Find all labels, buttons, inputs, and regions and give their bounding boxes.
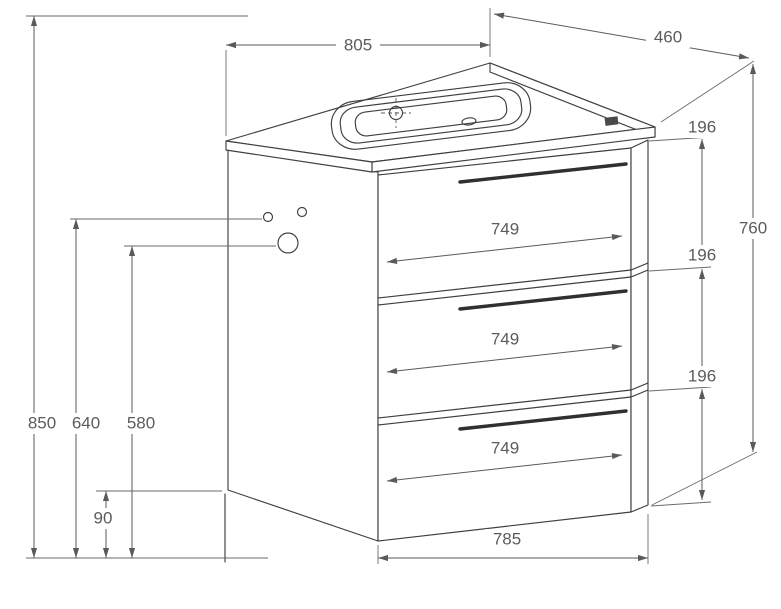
dim-side-hole-lower: 580	[120, 245, 276, 558]
dim-label-cabinet-width: 785	[493, 529, 521, 548]
basin-inner-wall	[339, 88, 523, 144]
dim-side-hole-upper: 640	[65, 218, 262, 558]
dim-label-drawer-width-top: 749	[491, 219, 519, 238]
basin-bottom-contour	[354, 95, 508, 137]
dim-countertop-width: 805	[225, 8, 491, 136]
dim-countertop-depth: 460	[493, 12, 755, 123]
dim-label-plinth-height: 90	[94, 508, 113, 527]
side-panel-holes	[262, 206, 308, 254]
dim-label-unit-height: 760	[739, 218, 767, 237]
dim-label-drawer-height-top: 196	[688, 117, 716, 136]
drawer-handle-middle	[458, 289, 628, 311]
pipe-hole-small-right	[296, 206, 308, 218]
dim-overall-height: 850	[20, 15, 268, 559]
dim-drawer-heights: 196 196 196	[648, 117, 724, 507]
countertop-left-edge	[225, 140, 373, 173]
dim-plinth-height: 90	[88, 490, 222, 558]
faucet-hole	[381, 98, 411, 128]
logo-plate	[604, 116, 619, 126]
dim-drawer-widths: 749 749 749	[386, 219, 623, 483]
drawer-handle-top	[458, 162, 628, 184]
dim-cabinet-width: 785	[377, 514, 649, 564]
dim-label-countertop-width: 805	[344, 35, 372, 54]
dim-label-side-hole-lower: 580	[127, 413, 155, 432]
dim-label-side-hole-upper: 640	[72, 413, 100, 432]
countertop-top-face	[225, 62, 656, 163]
vanity-cabinet	[224, 139, 649, 563]
dim-label-drawer-width-bottom: 749	[491, 438, 519, 457]
drawer-handles	[458, 162, 628, 431]
drawer-gap-lines	[377, 262, 649, 426]
dim-label-countertop-depth: 460	[654, 27, 682, 46]
dim-label-drawer-height-bottom: 196	[688, 366, 716, 385]
countertop	[225, 62, 656, 173]
dim-label-drawer-height-middle: 196	[688, 245, 716, 264]
dim-label-drawer-width-middle: 749	[491, 329, 519, 348]
drawer-handle-bottom	[458, 409, 628, 431]
dim-label-overall-height: 850	[28, 413, 56, 432]
pipe-hole-small-left	[262, 211, 274, 223]
basin-outer-rim	[330, 82, 532, 150]
cabinet-right-edge	[630, 139, 649, 513]
sink-basin	[330, 82, 532, 150]
pipe-hole-large	[277, 232, 299, 254]
drain-hole	[461, 117, 477, 126]
cabinet-side-panel	[227, 149, 379, 542]
